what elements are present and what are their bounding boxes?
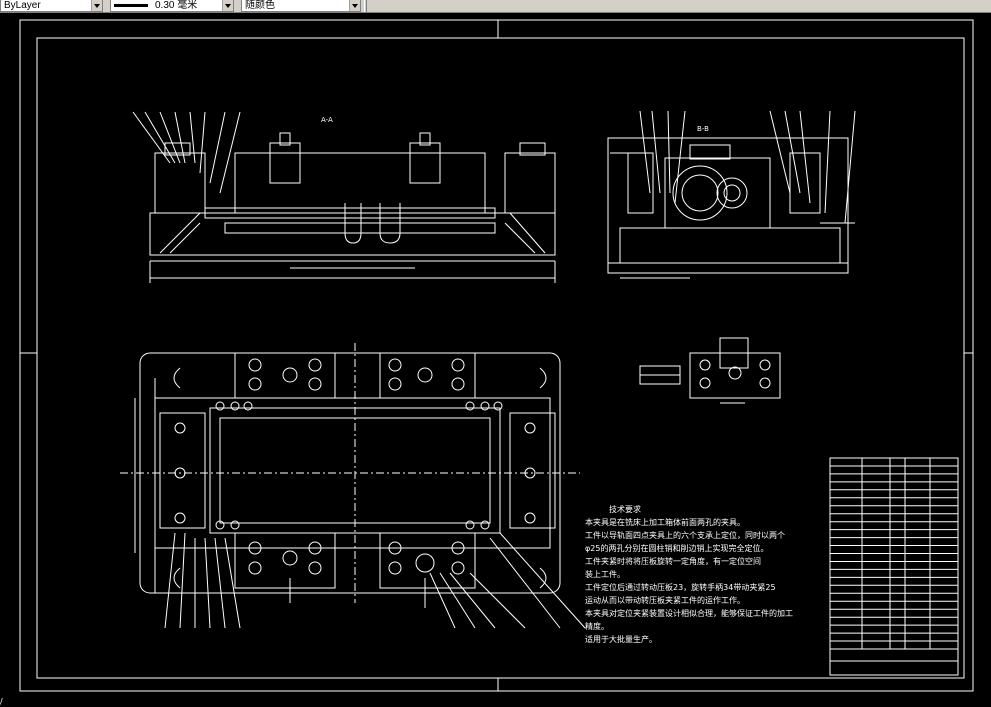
linetype-dropdown[interactable]: ByLayer — [0, 0, 103, 12]
note-line: φ25的两孔分别在圆柱销和削边销上实现完全定位。 — [585, 544, 769, 553]
cad-drawing — [19, 19, 974, 692]
section-label-aa: A-A — [321, 116, 333, 124]
note-line: 运动从而以带动转压板夹紧工件的运作工作。 — [585, 596, 745, 605]
note-line: 适用于大批量生产。 — [585, 635, 657, 644]
top-view — [120, 343, 586, 629]
drawing-canvas[interactable]: A-A B-B 技术要求 本夹具是在铣床上加工箱体前面两孔的夹具。 工件以导轨面… — [0, 13, 991, 707]
chevron-down-icon[interactable] — [91, 0, 102, 11]
tech-requirements-notes: 本夹具是在铣床上加工箱体前面两孔的夹具。 工件以导轨面四点夹具上的六个支承上定位… — [585, 516, 830, 646]
lineweight-dropdown[interactable]: 0.30 毫米 — [110, 0, 234, 12]
command-line-cursor: / — [0, 697, 3, 706]
plot-style-value: 随颜色 — [245, 0, 275, 11]
detail-view — [639, 337, 781, 404]
lineweight-value: 0.30 毫米 — [155, 0, 198, 11]
linetype-value: ByLayer — [4, 0, 41, 11]
note-line: 精度。 — [585, 622, 609, 631]
chevron-down-icon[interactable] — [349, 0, 360, 11]
side-view-bb — [607, 110, 856, 279]
outer-frame — [19, 19, 974, 692]
note-line: 本夹具对定位夹紧装置设计相似合理，能够保证工件的加工 — [585, 609, 793, 618]
note-line: 工件定位后通过转动压板23，旋转手柄34带动夹紧25 — [585, 583, 776, 592]
plot-style-dropdown[interactable]: 随颜色 — [241, 0, 361, 12]
note-line: 工件以导轨面四点夹具上的六个支承上定位，同时以两个 — [585, 531, 785, 540]
lineweight-sample — [114, 4, 148, 7]
note-line: 工件夹紧时将将压板旋转一定角度，有一定位空间 — [585, 557, 761, 566]
front-view-aa — [132, 111, 556, 283]
inner-frame — [36, 37, 965, 679]
chevron-down-icon[interactable] — [222, 0, 233, 11]
toolbar-separator — [364, 0, 367, 12]
tech-requirements-title: 技术要求 — [609, 505, 641, 514]
section-label-bb: B-B — [697, 125, 709, 133]
note-line: 装上工件。 — [585, 570, 625, 579]
title-block — [829, 457, 959, 676]
properties-toolbar: ByLayer 0.30 毫米 随颜色 — [0, 0, 991, 13]
note-line: 本夹具是在铣床上加工箱体前面两孔的夹具。 — [585, 518, 745, 527]
